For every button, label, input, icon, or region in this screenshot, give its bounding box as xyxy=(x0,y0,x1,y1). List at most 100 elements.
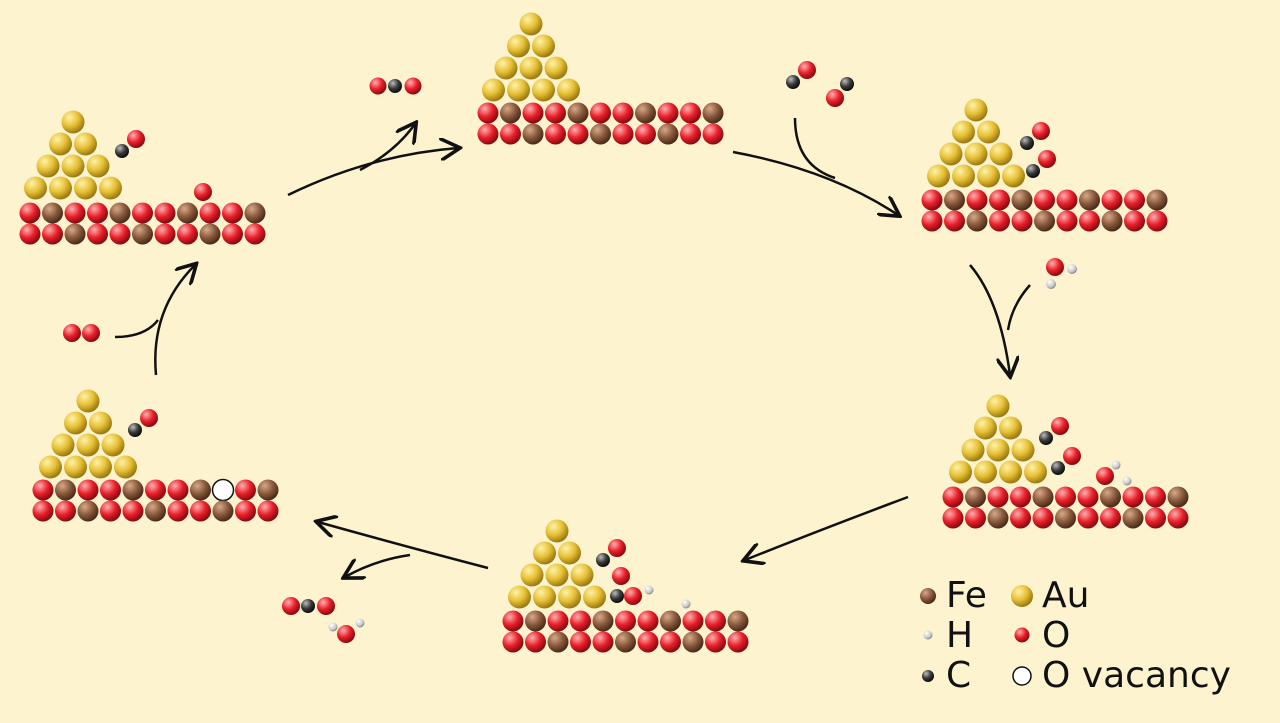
co-adsorbed xyxy=(128,409,158,437)
surface-atom xyxy=(1032,486,1054,508)
au-atom xyxy=(1002,164,1025,188)
surface-atom xyxy=(1010,507,1031,529)
surface-atom xyxy=(222,202,243,224)
au-atom xyxy=(961,438,985,462)
legend-label-o: O xyxy=(1042,615,1071,656)
surface-atom xyxy=(680,102,701,124)
surface-atom xyxy=(145,479,166,501)
state-3 xyxy=(921,98,1168,232)
surface-atom xyxy=(522,123,544,145)
surface-atom xyxy=(502,610,524,632)
surface-atom xyxy=(592,610,614,632)
surface-atom xyxy=(1055,486,1076,508)
c-atom xyxy=(1020,136,1034,150)
au-atom xyxy=(952,120,975,144)
surface-atom xyxy=(1079,210,1100,232)
arrow-state3-to-state4 xyxy=(969,264,1010,375)
surface-atom xyxy=(547,610,569,632)
o-atom xyxy=(1096,467,1114,485)
au-atom xyxy=(974,460,997,484)
surface-atom xyxy=(477,123,499,145)
au-atom xyxy=(557,78,580,102)
surface-atom xyxy=(32,500,54,522)
co-adsorbed xyxy=(1051,447,1081,475)
au-atom xyxy=(49,176,72,200)
surface-atom xyxy=(705,631,726,653)
surface-atom xyxy=(64,202,86,224)
au-atom xyxy=(1011,438,1035,462)
au-atom xyxy=(999,416,1022,440)
au-atom xyxy=(927,164,950,188)
h-atom xyxy=(328,622,338,632)
surface-atom xyxy=(567,102,589,124)
au-atom xyxy=(64,455,87,479)
au-atom xyxy=(533,541,556,565)
au-atom xyxy=(61,110,85,134)
surface-atom xyxy=(966,210,988,232)
o-atom xyxy=(404,77,422,95)
surface-atom xyxy=(235,500,256,522)
o-atom xyxy=(798,61,816,79)
surface-atom xyxy=(547,631,569,653)
o-atom xyxy=(1032,122,1050,140)
surface-atom xyxy=(615,610,636,632)
surface-atom xyxy=(500,123,521,145)
arrow-state1-to-state2 xyxy=(287,148,458,197)
o-atom xyxy=(282,597,300,615)
co-adsorbed xyxy=(1020,122,1050,150)
co2-h2-released xyxy=(282,597,365,643)
surface-atom xyxy=(109,223,131,245)
surface-atom xyxy=(177,223,198,245)
co-adsorbed xyxy=(1026,150,1056,178)
o-atom xyxy=(317,597,335,615)
surface-atom xyxy=(570,610,591,632)
o-atom xyxy=(1046,258,1064,276)
au-atom xyxy=(558,541,581,565)
surface-atom xyxy=(100,479,121,501)
surface-atom xyxy=(635,123,656,145)
surface-atom xyxy=(77,479,99,501)
surface-atom xyxy=(727,631,749,653)
c-atom xyxy=(1039,431,1053,445)
surface-atom xyxy=(1167,486,1189,508)
surface-atom xyxy=(1124,189,1145,211)
o-atom xyxy=(140,409,158,427)
surface-atom xyxy=(222,223,243,245)
o-legend-icon xyxy=(1014,627,1030,643)
au-atom xyxy=(114,455,137,479)
h-legend-icon xyxy=(923,630,933,640)
c-atom xyxy=(1026,164,1040,178)
cycle-arrows xyxy=(114,117,1031,577)
surface-atom xyxy=(525,631,546,653)
o-atom xyxy=(369,77,387,95)
c-atom xyxy=(1051,461,1065,475)
surface-atom xyxy=(1077,486,1099,508)
surface-atom xyxy=(55,500,76,522)
h-atom xyxy=(1111,460,1121,470)
o-atom xyxy=(127,130,145,148)
surface-atom xyxy=(1146,189,1168,211)
surface-atom xyxy=(55,479,76,501)
surface-atom xyxy=(190,500,211,522)
surface-atom xyxy=(637,610,659,632)
surface-atom xyxy=(567,123,589,145)
surface-atom xyxy=(42,223,63,245)
surface-atom xyxy=(590,102,611,124)
surface-atom xyxy=(167,479,189,501)
surface-atom xyxy=(1011,210,1033,232)
au-atom xyxy=(999,460,1022,484)
o-atom xyxy=(82,324,100,342)
h2o-incoming xyxy=(1046,258,1077,289)
surface-atom xyxy=(87,223,108,245)
o-vacancy xyxy=(211,478,235,502)
surface-atom xyxy=(77,500,99,522)
au-atom xyxy=(507,78,530,102)
au-atom xyxy=(570,563,594,587)
c-legend-icon xyxy=(922,670,934,682)
surface-atom xyxy=(522,102,544,124)
surface-atom xyxy=(257,500,279,522)
surface-atom xyxy=(570,631,591,653)
surface-atom xyxy=(966,189,988,211)
surface-atom xyxy=(199,223,221,245)
o-adatom xyxy=(194,183,212,201)
